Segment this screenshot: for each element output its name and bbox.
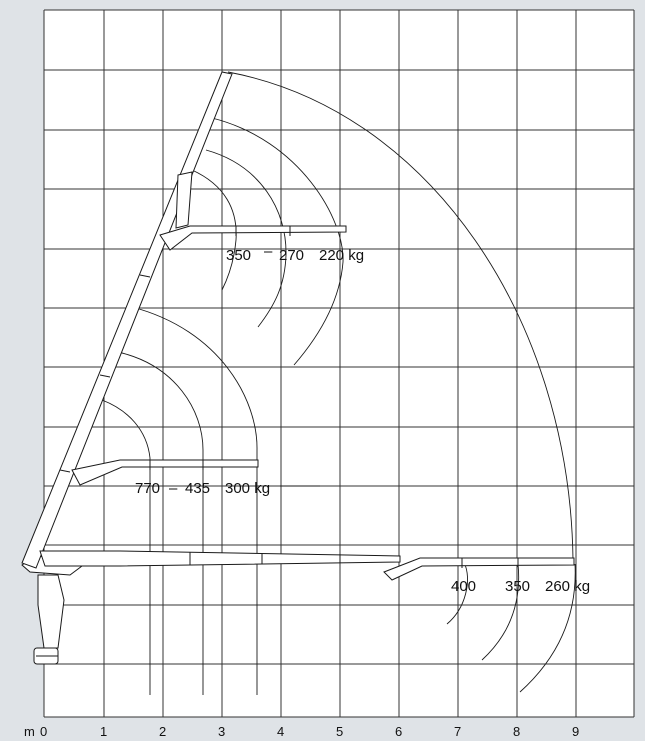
jib-middle [71, 459, 259, 486]
reach-arc-350-top [191, 169, 237, 291]
reach-arc-260 [519, 563, 576, 693]
crane-column [37, 574, 65, 649]
grid-panel [44, 10, 634, 717]
jib-upper-ram [175, 171, 193, 229]
load-label: 220 kg [319, 247, 364, 264]
reach-arc-350-bottom [481, 563, 520, 661]
load-label: 400 [451, 578, 476, 595]
load-label: 270 [279, 247, 304, 264]
reach-arc-270 [205, 149, 287, 328]
axis-tick: 9 [572, 724, 579, 739]
load-label: 435 [185, 480, 210, 497]
axis-tick: 6 [395, 724, 402, 739]
reach-arc-220 [211, 117, 344, 366]
axis-tick: 2 [159, 724, 166, 739]
load-label: 260 kg [545, 578, 590, 595]
crane-drawing [21, 71, 575, 665]
load-label: 350 [505, 578, 530, 595]
load-label: 300 kg [225, 480, 270, 497]
jib-lower [383, 557, 575, 581]
axis-unit-label: m [24, 724, 35, 739]
load-separator: – [169, 480, 178, 497]
reach-arc-300 [131, 306, 258, 695]
reach-arcs [101, 71, 576, 695]
load-separator: – [264, 243, 273, 260]
reach-arc-435 [117, 351, 204, 695]
reach-arc-770 [101, 399, 151, 695]
axis-tick: 7 [454, 724, 461, 739]
axis-tick: 5 [336, 724, 343, 739]
load-label: 770 [135, 480, 160, 497]
max-reach-arc [227, 71, 574, 561]
axis-tick: 4 [277, 724, 284, 739]
horizontal-boom [39, 550, 401, 567]
axis-tick: 1 [100, 724, 107, 739]
jib-upper [159, 225, 347, 251]
axis-tick: 8 [513, 724, 520, 739]
axis-tick: 0 [40, 724, 47, 739]
axis-tick: 3 [218, 724, 225, 739]
load-label: 350 [226, 247, 251, 264]
reach-arc-400 [446, 561, 468, 625]
